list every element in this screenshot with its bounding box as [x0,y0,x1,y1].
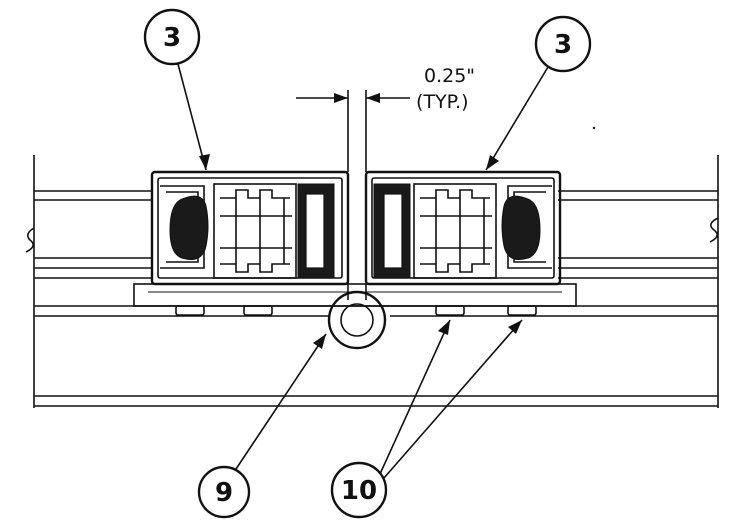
leader-line [379,319,451,475]
right-glazing-block [413,183,497,279]
leader-arrow [199,154,210,170]
callout-bubble [143,8,201,66]
callout-label: 3 [163,23,181,53]
leader-line [485,66,549,171]
break-mark-right [709,217,719,243]
right-block-teeth-top [420,189,490,199]
gap-dimension: 0.25" (TYP.) [296,65,475,113]
left-frame-outline [150,170,350,286]
left-block-teeth-top [220,189,290,199]
callout-left-frame: 3 [143,8,210,171]
left-inner-gasket-core [305,193,325,269]
callout-bubble [330,461,388,519]
left-frame-assembly [150,170,350,286]
callout-backer-rod: 9 [197,333,327,519]
left-block-ribs [235,198,285,264]
fastener-head [435,305,465,316]
fastener-head [507,305,537,316]
center-joint [327,90,387,350]
left-glazing-block [213,183,297,279]
leader-line [177,63,207,171]
leader-arrow [313,334,326,349]
backer-rod-outer [327,290,387,350]
right-frame-assembly [364,170,562,286]
callout-bubble [534,15,592,73]
leader-arrow [508,320,522,334]
right-gasket-outer [501,195,541,260]
leader-arrow [438,320,450,335]
right-inner-gasket-core [383,193,403,269]
callout-label: 10 [341,476,377,506]
dim-arrow-right [366,93,380,103]
stray-mark [592,126,596,130]
callout-bubble [197,465,251,519]
dimension-note: (TYP.) [416,91,469,113]
backer-rod-inner [340,303,374,337]
callout-label: 3 [554,30,572,60]
left-gasket-outer [169,195,209,260]
left-block-teeth-bottom [220,263,290,273]
right-block-rails [420,215,492,249]
right-block-teeth-bottom [420,263,490,273]
dimension-value: 0.25" [424,65,475,87]
dim-arrow-left [334,93,348,103]
leader-arrow [486,155,499,170]
right-block-ribs [435,198,485,264]
break-mark-left [25,227,35,253]
leader-line [235,333,327,470]
callout-label: 9 [215,478,233,508]
base-plate-outline [133,283,577,307]
fastener-head [175,305,205,316]
right-frame-outline [364,170,562,286]
base-plate [133,283,577,316]
fastener-head [243,305,273,316]
callout-fasteners: 10 [330,319,523,519]
leader-line [383,319,523,479]
callout-right-frame: 3 [485,15,592,171]
left-block-rails [220,215,292,249]
wall-lines [25,155,719,408]
